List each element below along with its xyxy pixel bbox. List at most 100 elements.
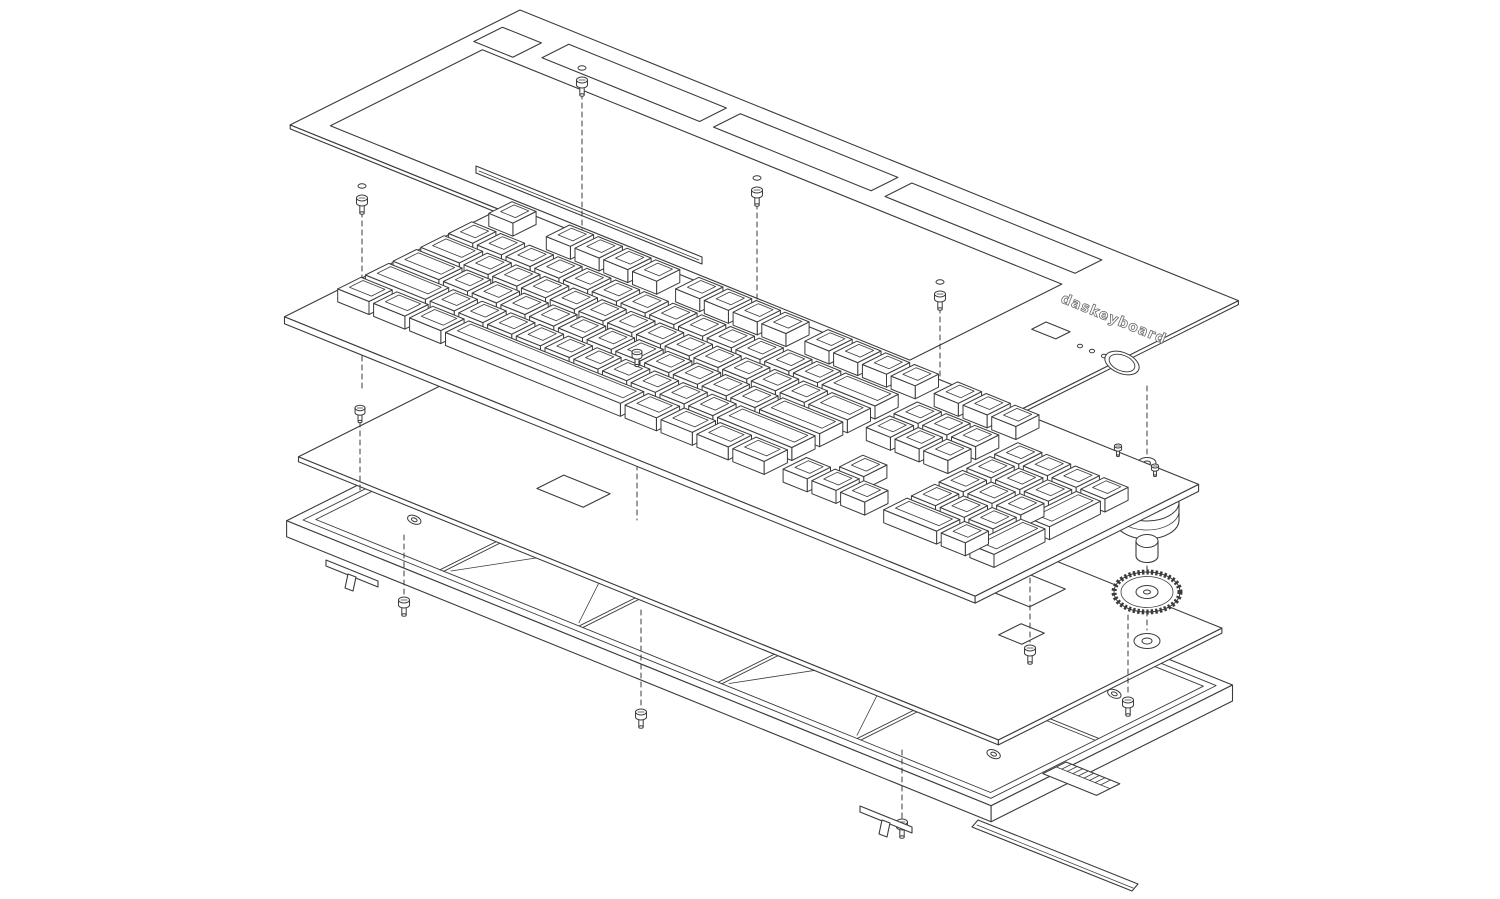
keycap-top [933,381,983,404]
keycap-dish [744,303,774,317]
screw [751,186,763,207]
keycap-dish [845,344,875,358]
keycap-dish [791,383,821,398]
keycap-dish [460,224,489,239]
keycap [991,404,1040,440]
keycap-top [693,345,742,368]
cover-screw-hole [577,65,587,71]
keycap-dish [643,262,673,277]
keycap-dish [978,459,1008,473]
keycap-dish [1092,480,1122,494]
keycap-dish [619,314,649,328]
keycap-dish [475,255,505,270]
keycap-top [750,368,800,392]
cover-sleep-button [1031,321,1071,340]
screw-tip [638,725,644,729]
keycap-dish [1036,494,1094,522]
keycap-dish [895,501,953,527]
keycap-top [804,329,853,352]
keycap-dish [349,280,386,297]
case-screw-boss-hole [990,751,997,757]
cover-slot-1 [541,43,727,123]
keycap-top [833,340,882,364]
keycap-dish [676,337,706,351]
keycap-dish [713,377,743,391]
keycap-dish [770,400,836,429]
keycap-dish [962,428,992,442]
keycap-dish [1035,482,1065,497]
keycap [488,201,537,237]
keycap-top [545,224,595,247]
keycap-dish [773,315,803,329]
keycap-dish [718,329,748,343]
keycap-top [967,481,1016,504]
keycap-dish [590,302,620,316]
usb-pin [1066,766,1078,772]
keycap-dish [974,396,1004,410]
keycap-dish [454,272,484,287]
keycap-dish [728,408,809,443]
keycap-top [968,507,1017,530]
keycap-top [808,392,871,421]
keycap-top [883,497,961,532]
keycap-top [644,350,693,374]
keycap-top [487,312,536,335]
usb-pin [1078,770,1089,777]
keycap-dish [980,510,1010,524]
keycap-top [966,456,1015,479]
cover-screw-hole [935,279,945,285]
keycap-top [761,311,810,334]
keycap-top [1080,477,1129,500]
keycap-top [951,424,1000,448]
keycap-top [630,370,680,393]
keycap-top [549,287,598,310]
keycap-top [659,382,708,405]
keycap-top [563,267,612,291]
keycap-top [701,374,750,397]
keycap-dish [945,384,975,399]
keycap-dish [851,458,880,472]
keycap-top [672,362,722,385]
keycap-top [732,436,788,462]
usb-pin [1089,775,1100,781]
foot-stem [878,819,891,838]
knurled-wheel-teeth [1111,569,1183,615]
keycap-top [664,334,713,357]
keycap-top [779,380,828,403]
keycap-dish [952,524,982,538]
keycap-dish [708,425,745,442]
keycap-dish [615,251,645,265]
keycap-dish [504,267,534,282]
keycap-dish [627,342,657,356]
keycap-top [620,291,669,314]
keycap-dish [833,375,892,401]
keycap-top [994,442,1043,465]
screw-tip [634,363,640,368]
keycap-dish [569,319,599,333]
rubber-foot [859,805,913,838]
keycap-top [910,483,960,507]
keycap-top [840,480,889,503]
keycap-dish [498,315,528,330]
keycap-top [923,438,972,461]
keycap-dish [934,416,964,430]
screw [354,404,366,424]
knurled-wheel-inner [1120,576,1174,608]
keycap-dish [420,309,458,326]
keycap-top [445,320,645,404]
keycap-top [732,300,781,323]
screw [1122,696,1134,717]
screw [1024,644,1036,665]
keycap-dish [385,294,422,311]
keycap-dish [541,307,571,322]
screw [1150,463,1160,478]
keycap-top [463,252,512,275]
keycap-dish [951,498,981,513]
keycap-assembly [283,201,1200,604]
keycap-dish [981,522,1039,550]
screw-tip [754,203,760,207]
keycap-top [448,221,497,244]
screw [576,76,588,97]
keycap-top [429,289,478,312]
